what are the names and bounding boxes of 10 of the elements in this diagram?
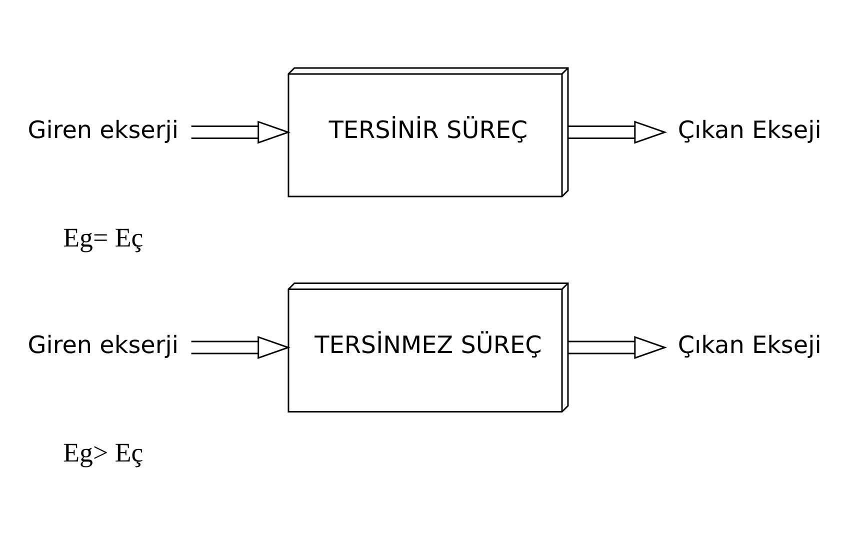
arrow bbox=[191, 335, 290, 359]
node-text: Çıkan Ekseji bbox=[678, 115, 822, 144]
node-text: Giren ekserji bbox=[28, 330, 179, 359]
label: Eg> Eç bbox=[63, 437, 144, 468]
node-text: Çıkan Ekseji bbox=[678, 330, 822, 359]
node-text: Giren ekserji bbox=[28, 115, 179, 144]
label: Eg= Eç bbox=[63, 222, 144, 252]
arrow bbox=[568, 335, 668, 359]
arrow bbox=[568, 120, 668, 144]
arrow bbox=[191, 120, 290, 144]
